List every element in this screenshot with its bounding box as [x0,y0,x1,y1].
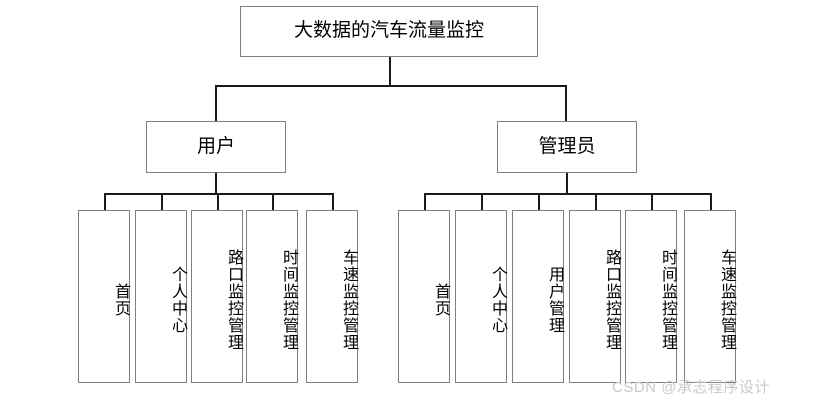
connector-admin-leaf-drop-5 [651,193,653,210]
node-user-leaf-intersection-monitor: 路口监控管理 [191,210,243,383]
connector-admin-leaf-drop-3 [538,193,540,210]
connector-user-leaf-drop-4 [272,193,274,210]
connector-admin-stem [566,173,568,193]
connector-admin-bus [424,193,710,195]
connector-admin-leaf-drop-4 [595,193,597,210]
node-admin-leaf-user-management-label: 用户管理 [546,265,563,334]
node-user-leaf-time-monitor-label: 时间监控管理 [280,248,297,351]
connector-drop-admin [565,85,567,121]
node-admin-leaf-home-label: 首页 [432,282,449,317]
connector-drop-user [215,85,217,121]
node-admin-leaf-speed-monitor-label: 车速监控管理 [718,248,735,351]
node-root-label: 大数据的汽车流量监控 [293,20,484,42]
node-branch-user: 用户 [146,121,286,173]
node-user-leaf-personal-center-label: 个人中心 [169,265,186,334]
connector-user-leaf-drop-2 [161,193,163,210]
watermark: CSDN @承志程序设计 [612,379,770,396]
node-user-leaf-intersection-monitor-label: 路口监控管理 [225,248,242,351]
node-user-leaf-home: 首页 [78,210,130,383]
connector-admin-leaf-drop-6 [710,193,712,210]
node-root: 大数据的汽车流量监控 [240,6,538,57]
node-admin-leaf-intersection-monitor-label: 路口监控管理 [603,248,620,351]
connector-admin-leaf-drop-2 [481,193,483,210]
node-admin-leaf-personal-center: 个人中心 [455,210,507,383]
node-admin-leaf-personal-center-label: 个人中心 [489,265,506,334]
node-admin-leaf-intersection-monitor: 路口监控管理 [569,210,621,383]
connector-user-leaf-drop-3 [217,193,219,210]
node-branch-admin: 管理员 [497,121,637,173]
node-user-leaf-speed-monitor-label: 车速监控管理 [340,248,357,351]
node-admin-leaf-time-monitor: 时间监控管理 [625,210,677,383]
node-branch-admin-label: 管理员 [538,135,596,157]
node-branch-user-label: 用户 [196,135,235,157]
connector-admin-leaf-drop-1 [424,193,426,210]
node-user-leaf-home-label: 首页 [112,282,129,317]
node-user-leaf-time-monitor: 时间监控管理 [246,210,298,383]
connector-user-stem [215,173,217,193]
connector-top-bus [215,85,565,87]
node-admin-leaf-time-monitor-label: 时间监控管理 [659,248,676,351]
connector-user-leaf-drop-1 [104,193,106,210]
node-user-leaf-personal-center: 个人中心 [135,210,187,383]
node-admin-leaf-user-management: 用户管理 [512,210,564,383]
connector-user-leaf-drop-5 [332,193,334,210]
connector-root-stem [389,57,391,85]
node-admin-leaf-home: 首页 [398,210,450,383]
node-user-leaf-speed-monitor: 车速监控管理 [306,210,358,383]
node-admin-leaf-speed-monitor: 车速监控管理 [684,210,736,383]
